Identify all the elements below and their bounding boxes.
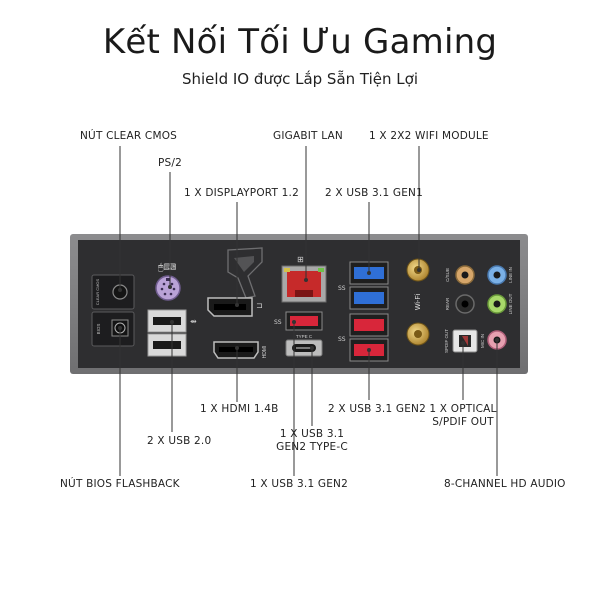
panel-text-type-c: TYPE C bbox=[296, 334, 313, 339]
panel-text-wifi: Wi-Fi bbox=[415, 293, 422, 310]
leader-dots bbox=[118, 268, 499, 352]
label-usb31-gen2-x2: 2 X USB 3.1 GEN2 bbox=[328, 403, 426, 415]
leader-dot bbox=[170, 320, 174, 324]
rog-logo bbox=[227, 247, 263, 299]
leader-lines bbox=[119, 146, 498, 476]
panel-text-hdmi: HDMI bbox=[262, 346, 268, 359]
usb-type-c-port bbox=[285, 339, 323, 357]
network-icon: ⊞ bbox=[297, 255, 304, 264]
gigabit-lan-port: ⊞ bbox=[281, 255, 327, 303]
superspeed-icon: SS bbox=[274, 319, 282, 326]
leader-dot bbox=[310, 346, 314, 350]
leader-dot bbox=[367, 271, 371, 275]
leader-dot bbox=[118, 288, 122, 292]
leader-dot bbox=[495, 338, 499, 342]
hdmi-port bbox=[213, 341, 259, 359]
label-usb20: 2 X USB 2.0 bbox=[147, 435, 212, 447]
label-ps2: PS/2 bbox=[158, 157, 183, 169]
optical-spdif-port bbox=[452, 329, 478, 353]
label-typec-line2: GEN2 TYPE-C bbox=[276, 441, 348, 453]
label-gigabit-lan: GIGABIT LAN bbox=[273, 130, 343, 142]
leader-dot bbox=[304, 278, 308, 282]
page-title: Kết Nối Tối Ưu Gaming bbox=[102, 22, 498, 62]
label-usb31-gen1: 2 X USB 3.1 GEN1 bbox=[325, 187, 423, 199]
panel-text-rear: REAR bbox=[445, 297, 450, 310]
superspeed-icon: SS bbox=[338, 336, 346, 343]
bios-flashback-button bbox=[91, 311, 135, 347]
ps2-mouse-keyboard-icon: 🖱⌨ bbox=[158, 262, 176, 273]
leader-dot bbox=[292, 320, 296, 324]
panel-text-clear-cmos: CLEAR CMOS bbox=[95, 278, 100, 305]
label-optical-line1: 1 X OPTICAL bbox=[429, 403, 497, 415]
ps2-port: 🖱⌨ bbox=[155, 262, 181, 301]
displayport-port: ⊐ bbox=[207, 297, 263, 317]
leader-dot bbox=[461, 341, 465, 345]
usb20-ports: ⇴ bbox=[147, 309, 197, 357]
leader-dot bbox=[367, 348, 371, 352]
label-optical-line2: S/PDIF OUT bbox=[432, 416, 494, 428]
label-hdmi: 1 X HDMI 1.4B bbox=[200, 403, 279, 415]
panel-text-c-sub: C/SUB bbox=[445, 268, 450, 282]
superspeed-icon: SS bbox=[338, 285, 346, 292]
usb31-gen2-port: SS bbox=[274, 311, 323, 331]
panel-text-spdif-out: SPDIF OUT bbox=[444, 329, 449, 353]
leader-dot bbox=[118, 326, 122, 330]
leader-dot bbox=[235, 346, 239, 350]
panel-text-mic-in: MIC IN bbox=[480, 334, 485, 348]
displayport-icon: ⊐ bbox=[256, 301, 263, 310]
label-hd-audio: 8-CHANNEL HD AUDIO bbox=[444, 478, 566, 490]
label-clear-cmos: NÚT CLEAR CMOS bbox=[80, 130, 178, 142]
label-bios-flashback: NÚT BIOS FLASHBACK bbox=[60, 478, 180, 490]
panel-text-line-in: LINE IN bbox=[508, 267, 513, 283]
panel-text-line-out: LINE OUT bbox=[508, 293, 513, 314]
panel-text-bios: BIOS bbox=[96, 324, 101, 335]
leader-dot bbox=[168, 285, 172, 289]
label-typec-line1: 1 X USB 3.1 bbox=[279, 428, 345, 440]
label-usb31-gen2: 1 X USB 3.1 GEN2 bbox=[250, 478, 348, 490]
leader-dot bbox=[235, 303, 239, 307]
usb-trident-icon: ⇴ bbox=[190, 317, 197, 326]
page-subtitle: Shield IO được Lắp Sẵn Tiện Lợi bbox=[181, 70, 418, 88]
label-displayport: 1 X DISPLAYPORT 1.2 bbox=[184, 187, 299, 199]
leader-dot bbox=[417, 268, 421, 272]
label-wifi: 1 X 2X2 WIFI MODULE bbox=[369, 130, 489, 142]
